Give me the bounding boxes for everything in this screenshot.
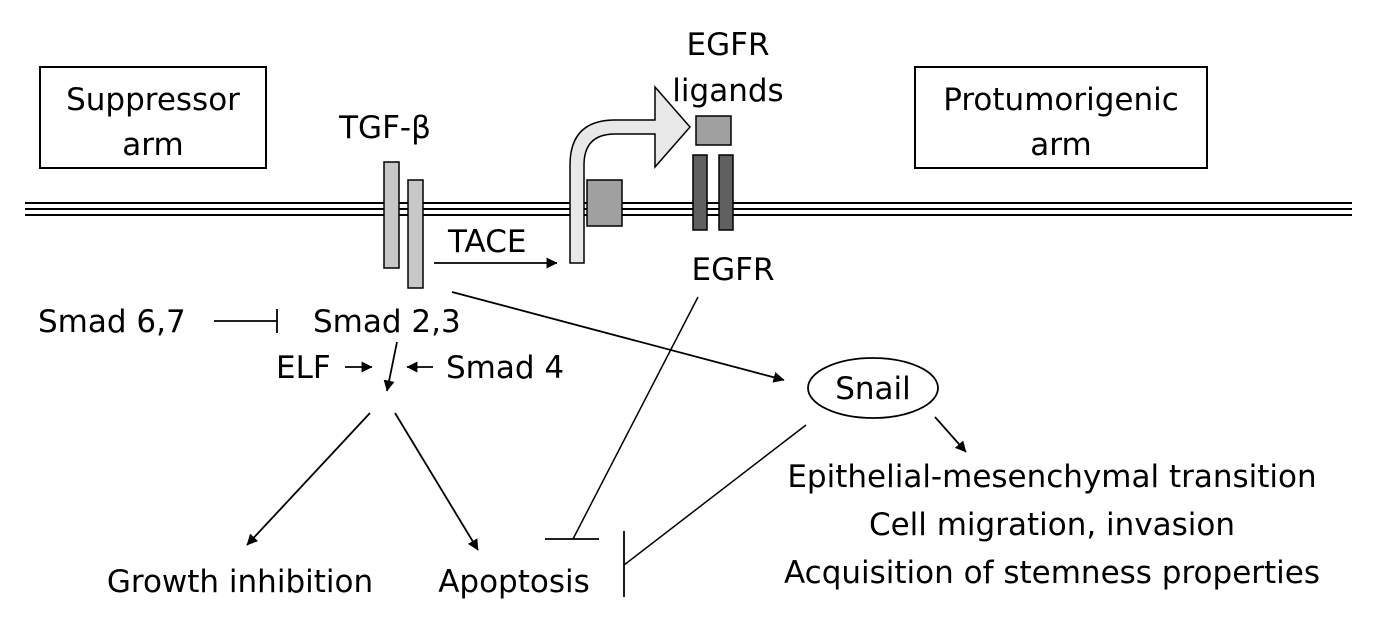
stemness-label: Acquisition of stemness properties xyxy=(784,555,1320,591)
protumorigenic-arm-box: Protumorigenic arm xyxy=(914,66,1208,169)
growth-inhibition-label: Growth inhibition xyxy=(107,564,373,600)
suppressor-arm-label-line2: arm xyxy=(122,127,183,163)
snail-inhibition-line xyxy=(623,424,807,566)
growth-inhibition-arrow xyxy=(246,412,371,546)
snail-outcomes-arrow xyxy=(934,416,967,453)
soluble-egfr-ligand xyxy=(695,115,732,146)
tace-label: TACE xyxy=(447,224,526,260)
apoptosis-arrow xyxy=(394,412,479,551)
egfr-receptor xyxy=(692,154,734,231)
receptor-to-snail-arrow xyxy=(451,291,785,383)
egfr-label: EGFR xyxy=(692,252,775,288)
cell-membrane xyxy=(25,202,1352,216)
egfr-ligands-label-line1: EGFR xyxy=(687,27,770,63)
ligand-release-arrow xyxy=(569,85,691,264)
elf-label: ELF xyxy=(276,350,331,386)
suppressor-arm-box: Suppressor arm xyxy=(39,66,267,169)
smad-4-label: Smad 4 xyxy=(446,350,564,386)
tgf-beta-label: TGF-β xyxy=(338,110,431,146)
suppressor-arm-label-line1: Suppressor xyxy=(66,82,240,118)
smad-6-7-label: Smad 6,7 xyxy=(38,304,186,340)
smad-complex-arrow xyxy=(383,341,398,392)
egfr-inhibition-line xyxy=(572,296,699,540)
membrane-bound-ligand xyxy=(586,179,623,227)
protumorigenic-arm-label-line1: Protumorigenic xyxy=(943,82,1179,118)
apoptosis-label: Apoptosis xyxy=(438,564,590,600)
protumorigenic-arm-label-line2: arm xyxy=(1030,127,1091,163)
snail-label: Snail xyxy=(835,371,911,407)
cell-migration-label: Cell migration, invasion xyxy=(869,507,1235,543)
egfr-ligands-label-line2: ligands xyxy=(672,73,783,109)
snail-node xyxy=(807,357,939,419)
emt-label: Epithelial-mesenchymal transition xyxy=(787,459,1316,495)
tgf-beta-receptor xyxy=(383,161,424,289)
smad-2-3-label: Smad 2,3 xyxy=(313,304,461,340)
